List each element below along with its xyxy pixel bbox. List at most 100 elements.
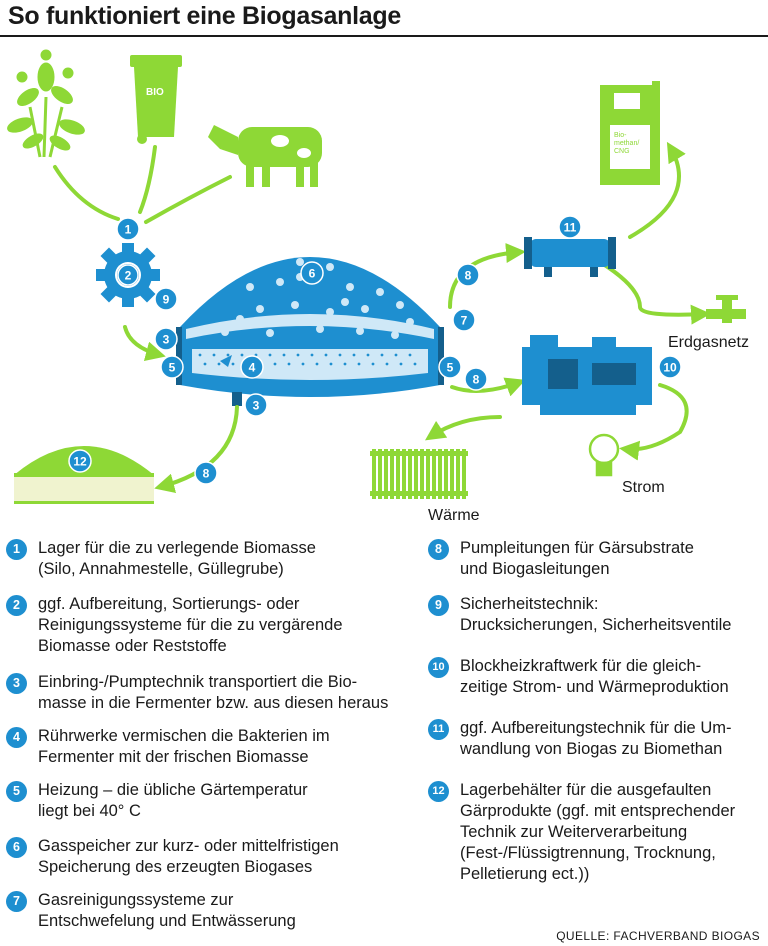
- valve-icon: [706, 295, 746, 323]
- legend-text: Pumpleitungen für Gärsubstrate und Bioga…: [460, 539, 694, 578]
- diagram-badge-7: 7: [452, 308, 476, 332]
- legend-item-9: 9 Sicherheitstechnik: Drucksicherungen, S…: [428, 594, 731, 636]
- diagram-badge-3: 3: [154, 327, 178, 351]
- diagram-badge-number: 1: [125, 223, 132, 237]
- legend-text: Lager für die zu verlegende Biomasse (Si…: [38, 539, 316, 578]
- radiator-fin: [432, 449, 436, 499]
- legend-number-badge: 10: [428, 657, 449, 678]
- diagram-badge-number: 7: [461, 314, 468, 328]
- gas-bubble: [326, 308, 334, 316]
- chp-unit: [522, 335, 652, 415]
- diagram-badge-2: 2: [117, 264, 139, 286]
- gas-bubble: [276, 278, 284, 286]
- gas-bubble: [361, 305, 369, 313]
- radiator-fin: [414, 449, 418, 499]
- radiator-fin: [396, 449, 400, 499]
- radiator-pipe: [370, 491, 468, 496]
- substrate-dot: [366, 353, 370, 357]
- gas-bubble: [221, 328, 229, 336]
- legend-number-badge: 2: [6, 595, 27, 616]
- diagram-badge-6: 6: [300, 261, 324, 285]
- legend-text: Lagerbehälter für die ausgefaulten Gärpr…: [460, 781, 736, 883]
- diagram-badge-number: 5: [169, 361, 176, 375]
- legend-number-badge: 8: [428, 539, 449, 560]
- legend-number-badge: 4: [6, 727, 27, 748]
- substrate-dot: [352, 353, 356, 357]
- substrate-dot: [315, 362, 319, 366]
- legend-text: Gasreinigungssysteme zur Entschwefelung …: [38, 891, 296, 930]
- radiator-fin: [444, 449, 448, 499]
- substrate-dot: [212, 353, 216, 357]
- legend-item-8: 8 Pumpleitungen für Gärsubstrate und Biog…: [428, 538, 694, 580]
- legend-number-badge: 7: [6, 891, 27, 912]
- plant-icon: [7, 49, 85, 158]
- diagram-badge-8: 8: [456, 263, 480, 287]
- gas-bubble: [316, 325, 324, 333]
- radiator-fin: [390, 449, 394, 499]
- substrate-dot: [273, 362, 277, 366]
- substrate-dot: [226, 353, 230, 357]
- cng-pump-icon: Bio-methan/CNG: [600, 81, 660, 185]
- diagram-badge-number: 3: [163, 333, 170, 347]
- radiator-fin: [384, 449, 388, 499]
- diagram-badge-number: 11: [564, 221, 577, 235]
- substrate-dot: [408, 353, 412, 357]
- diagram-badge-number: 8: [473, 373, 480, 387]
- radiator-fin: [456, 449, 460, 499]
- lightbulb-icon: [588, 433, 620, 477]
- diagram-badge-number: 4: [249, 361, 256, 375]
- substrate-dot: [371, 362, 375, 366]
- legend-number-badge: 11: [428, 719, 449, 740]
- label-erdgasnetz: Erdgasnetz: [668, 334, 749, 351]
- diagram-badge-number: 3: [253, 399, 260, 413]
- radiator-pipe: [370, 451, 468, 456]
- legend-item-7: 7 Gasreinigungssysteme zur Entschwefelung…: [6, 890, 296, 932]
- diagram-badge-9: 9: [154, 287, 178, 311]
- substrate-dot: [343, 362, 347, 366]
- title-rule: [0, 35, 768, 37]
- diagram-badge-number: 8: [203, 467, 210, 481]
- gas-bubble: [406, 318, 414, 326]
- substrate-dot: [287, 362, 291, 366]
- legend-text: Sicherheitstechnik: Drucksicherungen, Si…: [460, 595, 732, 634]
- diagram-badge-5: 5: [438, 355, 462, 379]
- gas-bubble: [246, 283, 254, 291]
- gas-bubble: [266, 329, 274, 337]
- substrate-dot: [310, 353, 314, 357]
- diagram-badge-8: 8: [464, 367, 488, 391]
- diagram-badge-4: 4: [240, 355, 264, 379]
- substrate-dot: [380, 353, 384, 357]
- legend-text: Gasspeicher zur kurz- oder mittelfristig…: [38, 837, 339, 876]
- gas-bubble: [396, 301, 404, 309]
- radiator-fin: [426, 449, 430, 499]
- legend-number-badge: 9: [428, 595, 449, 616]
- radiator-fin: [408, 449, 412, 499]
- legend-text: ggf. Aufbereitung, Sortierungs- oder Rei…: [38, 595, 343, 655]
- radiator-icon: [370, 449, 468, 499]
- gas-bubble: [291, 301, 299, 309]
- legend-text: Einbring-/Pumptechnik transportiert die …: [38, 673, 389, 712]
- gas-bubble: [356, 327, 364, 335]
- biogas-diagram: BIO: [7, 49, 749, 524]
- gas-bubble: [256, 305, 264, 313]
- diagram-badge-12: 12: [68, 449, 92, 473]
- diagram-badge-8: 8: [194, 461, 218, 485]
- substrate-dot: [282, 353, 286, 357]
- substrate-dot: [198, 353, 202, 357]
- diagram-badge-5: 5: [160, 355, 184, 379]
- legend-number-badge: 5: [6, 781, 27, 802]
- substrate-dot: [217, 362, 221, 366]
- substrate-dot: [357, 362, 361, 366]
- substrate-dot: [231, 362, 235, 366]
- substrate-dot: [296, 353, 300, 357]
- page-title: So funktioniert eine Biogasanlage: [8, 2, 401, 30]
- label-waerme: Wärme: [428, 507, 480, 524]
- radiator-fin: [372, 449, 376, 499]
- gas-bubble: [236, 315, 244, 323]
